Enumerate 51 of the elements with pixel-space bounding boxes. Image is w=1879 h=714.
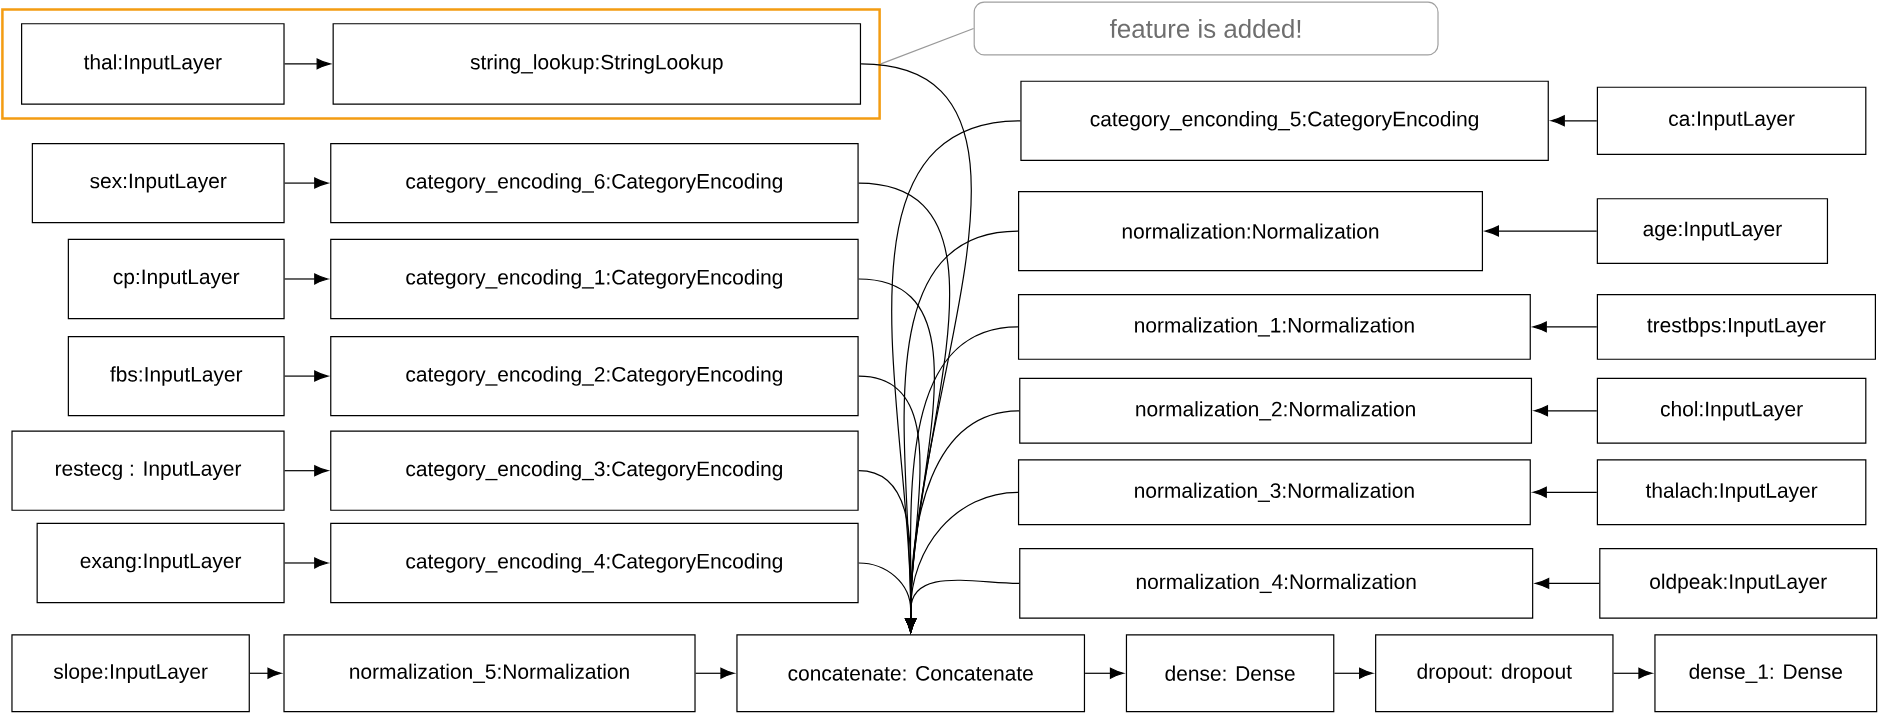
arrow <box>695 667 735 679</box>
layer-box: normalization_4:Normalization <box>1019 548 1534 619</box>
layer-box: category_encoding_3:CategoryEncoding <box>330 430 859 511</box>
arrow <box>284 273 329 285</box>
arrow <box>284 465 329 477</box>
layer-box: thalach:InputLayer <box>1596 459 1867 526</box>
layer-box: normalization:Normalization <box>1018 190 1483 272</box>
layer-box: cp:InputLayer <box>67 238 285 320</box>
layer-box: fbs:InputLayer <box>67 335 285 417</box>
layer-box: oldpeak:InputLayer <box>1599 548 1878 619</box>
layer-box: string_lookup:StringLookup <box>332 23 862 105</box>
layer-box: concatenate: Concatenate <box>736 634 1086 713</box>
curved-arrow <box>905 579 1020 633</box>
arrow <box>284 557 329 569</box>
layer-box: dense: Dense <box>1125 634 1335 713</box>
layer-box: normalization_3:Normalization <box>1017 459 1531 526</box>
callout-bubble: feature is added! <box>973 1 1439 56</box>
arrow <box>1484 225 1598 237</box>
layer-box: category_encoding_2:CategoryEncoding <box>330 335 859 417</box>
group-frame <box>1 8 881 120</box>
arrow <box>284 58 331 70</box>
layer-box: sex:InputLayer <box>31 142 285 224</box>
layer-box: category_encoding_4:CategoryEncoding <box>330 522 859 604</box>
arrow <box>1333 667 1374 679</box>
arrow <box>1532 321 1598 333</box>
arrow <box>1084 667 1124 679</box>
arrow <box>249 667 282 679</box>
layer-box: age:InputLayer <box>1596 198 1829 265</box>
layer-box: exang:InputLayer <box>36 522 285 604</box>
layer-box: restecg : InputLayer <box>11 430 285 511</box>
arrow <box>1550 115 1598 127</box>
layer-box: normalization_2:Normalization <box>1019 377 1533 444</box>
layer-box: dropout: dropout <box>1375 634 1614 713</box>
layer-box: slope:InputLayer <box>11 634 250 713</box>
arrow <box>1535 577 1600 589</box>
arrow <box>1533 405 1598 417</box>
layer-box: normalization_5:Normalization <box>283 634 696 713</box>
layer-box: chol:InputLayer <box>1596 377 1867 444</box>
arrow <box>284 177 329 189</box>
layer-box: normalization_1:Normalization <box>1017 293 1531 360</box>
layer-box: thal:InputLayer <box>21 23 285 105</box>
layer-box: category_encoding_1:CategoryEncoding <box>330 238 859 320</box>
layer-box: category_encoding_6:CategoryEncoding <box>330 142 859 224</box>
arrow <box>1612 667 1653 679</box>
layer-box: ca:InputLayer <box>1596 86 1867 155</box>
layer-box: category_enconding_5:CategoryEncoding <box>1020 80 1549 161</box>
callout-tail <box>880 27 975 65</box>
arrow <box>1532 486 1598 498</box>
layer-box: dense_1: Dense <box>1654 634 1878 713</box>
layer-box: trestbps:InputLayer <box>1596 293 1876 360</box>
arrow <box>284 370 329 382</box>
